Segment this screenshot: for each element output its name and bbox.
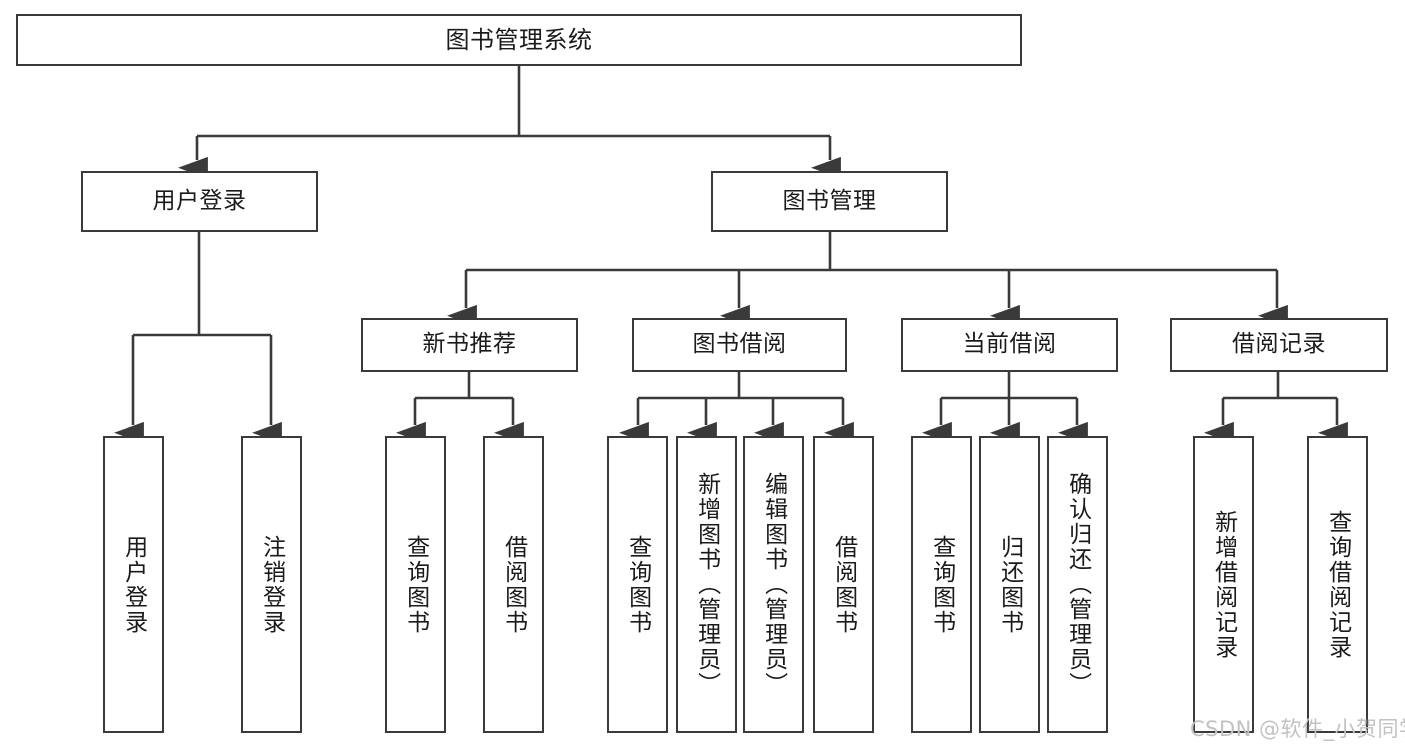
leaf-recommend-borrow-book[interactable]: 借阅图书 xyxy=(483,436,544,733)
leaf-borrow-query-book-label: 查询图书 xyxy=(624,534,651,635)
node-root-system-label: 图书管理系统 xyxy=(445,25,593,54)
leaf-borrow-add-book-admin[interactable]: 新增图书（管理员） xyxy=(676,436,737,733)
node-book-borrow-label: 图书借阅 xyxy=(692,331,787,358)
leaf-recommend-query-book-label: 查询图书 xyxy=(402,534,429,635)
leaf-current-return-book[interactable]: 归还图书 xyxy=(979,436,1040,733)
leaf-recommend-borrow-book-label: 借阅图书 xyxy=(500,534,527,635)
node-new-book-recommend[interactable]: 新书推荐 xyxy=(361,318,578,372)
node-current-borrow-label: 当前借阅 xyxy=(962,331,1057,358)
node-current-borrow[interactable]: 当前借阅 xyxy=(901,318,1118,372)
leaf-user-login[interactable]: 用户登录 xyxy=(103,436,164,733)
leaf-borrow-add-book-admin-label: 新增图书（管理员） xyxy=(693,472,720,697)
leaf-current-query-book[interactable]: 查询图书 xyxy=(911,436,972,733)
leaf-current-return-book-label: 归还图书 xyxy=(996,534,1023,635)
node-book-borrow[interactable]: 图书借阅 xyxy=(632,318,847,372)
leaf-recommend-query-book[interactable]: 查询图书 xyxy=(385,436,446,733)
leaf-user-login-label: 用户登录 xyxy=(120,534,147,635)
leaf-current-confirm-return-admin-label: 确认归还（管理员） xyxy=(1064,472,1091,697)
leaf-records-add-record-label: 新增借阅记录 xyxy=(1210,509,1237,660)
node-book-management[interactable]: 图书管理 xyxy=(711,171,948,232)
node-user-login-label: 用户登录 xyxy=(152,187,247,214)
node-book-management-label: 图书管理 xyxy=(782,187,877,214)
node-borrow-records[interactable]: 借阅记录 xyxy=(1170,318,1388,372)
csdn-watermark: CSDN @软件_小贺同学 xyxy=(1190,717,1405,741)
leaf-records-query-record[interactable]: 查询借阅记录 xyxy=(1307,436,1368,733)
leaf-logout-label: 注销登录 xyxy=(258,534,285,635)
leaf-borrow-edit-book-admin-label: 编辑图书（管理员） xyxy=(760,472,787,697)
leaf-borrow-edit-book-admin[interactable]: 编辑图书（管理员） xyxy=(743,436,804,733)
leaf-borrow-borrow-book-label: 借阅图书 xyxy=(830,534,857,635)
leaf-current-query-book-label: 查询图书 xyxy=(928,534,955,635)
leaf-borrow-borrow-book[interactable]: 借阅图书 xyxy=(813,436,874,733)
leaf-borrow-query-book[interactable]: 查询图书 xyxy=(607,436,668,733)
node-borrow-records-label: 借阅记录 xyxy=(1232,331,1326,358)
leaf-current-confirm-return-admin[interactable]: 确认归还（管理员） xyxy=(1047,436,1108,733)
node-new-book-recommend-label: 新书推荐 xyxy=(422,331,517,358)
leaf-records-add-record[interactable]: 新增借阅记录 xyxy=(1193,436,1254,733)
node-user-login[interactable]: 用户登录 xyxy=(81,171,318,232)
node-root-system[interactable]: 图书管理系统 xyxy=(16,14,1022,66)
leaf-records-query-record-label: 查询借阅记录 xyxy=(1324,509,1351,660)
leaf-logout[interactable]: 注销登录 xyxy=(241,436,302,733)
